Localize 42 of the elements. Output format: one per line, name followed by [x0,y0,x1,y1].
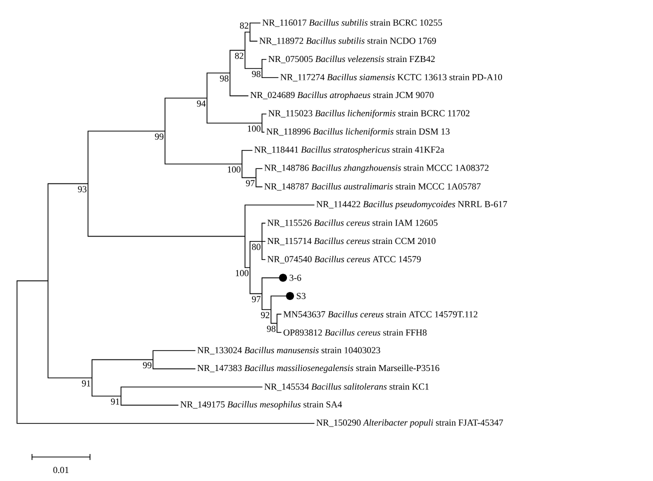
taxon-label: NR_024689 Bacillus atrophaeus strain JCM 9070 [250,92,434,100]
taxon-label: NR_115526 Bacillus cereus strain IAM 12605 [267,219,438,227]
bootstrap-value: 82 [240,22,248,29]
taxon-label: NR_114422 Bacillus pseudomycoides NRRL B-617 [316,200,508,210]
taxon-label: OP893812 Bacillus cereus strain FFH8 [284,329,427,336]
bootstrap-value: 91 [82,380,90,386]
bootstrap-value: 100 [228,166,240,173]
taxon-label: NR_150290 Alteribacter populi strain FJAT-45347 [316,419,503,428]
bootstrap-value: 97 [246,180,255,186]
bootstrap-value: 98 [266,326,276,332]
taxon-label: NR_148786 Bacillus zhangzhouensis strain MCCC 1A08372 [264,164,489,173]
bootstrap-value: 99 [142,362,152,368]
bootstrap-value: 93 [78,186,86,192]
bootstrap-value: 92 [260,312,270,318]
taxon-label: NR_115714 Bacillus cereus strain CCM 2010 [267,238,436,246]
taxon-label: NR_115023 Bacillus licheniformis strain BCRC 11702 [268,110,470,118]
taxon-label: NR_116017 Bacillus subtilis strain BCRC 10255 [262,19,442,27]
bootstrap-value: 82 [234,52,244,59]
taxon-label: NR_118972 Bacillus subtilis strain NCDO 1769 [259,37,436,45]
bootstrap-value: 80 [252,244,260,250]
taxon-label: NR_147383 Bacillus massiliosenegalensis strain Marseille-P3516 [197,364,440,373]
taxon-label: NR_149175 Bacillus mesophilus strain SA4 [180,401,342,410]
bootstrap-value: 94 [196,100,206,107]
taxon-label: NR_133024 Bacillus manusensis strain 10403023 [197,346,380,354]
bootstrap-value: 91 [110,398,120,405]
bootstrap-value: 98 [252,70,260,78]
taxon-label: NR_118996 Bacillus licheniformis strain DSM 13 [266,128,450,136]
taxon-label: S3 [296,292,306,300]
taxon-label: NR_148787 Bacillus australimaris strain MCCC 1A05787 [264,183,481,191]
bootstrap-value: 100 [236,270,248,276]
bootstrap-value: 100 [248,126,260,132]
taxon-label: NR_145534 Bacillus salitolerans strain KC1 [264,383,429,391]
bootstrap-value: 98 [220,75,228,82]
bootstrap-value: 97 [252,296,261,302]
taxon-label: NR_117274 Bacillus siamensis KCTC 13613 strain PD-A10 [280,74,502,82]
taxon-label: NR_118441 Bacillus stratosphericus strain 41KF2a [254,146,444,155]
bootstrap-value: 99 [154,134,164,140]
taxon-label: MN543637 Bacillus cereus strain ATCC 14579T.112 [283,310,478,318]
scale-label: 0.01 [53,466,68,474]
taxon-label: NR_074540 Bacillus cereus ATCC 14579 [267,256,421,264]
taxon-label: 3-6 [290,274,302,281]
taxon-label: NR_075005 Bacillus velezensis strain FZB42 [268,56,435,64]
